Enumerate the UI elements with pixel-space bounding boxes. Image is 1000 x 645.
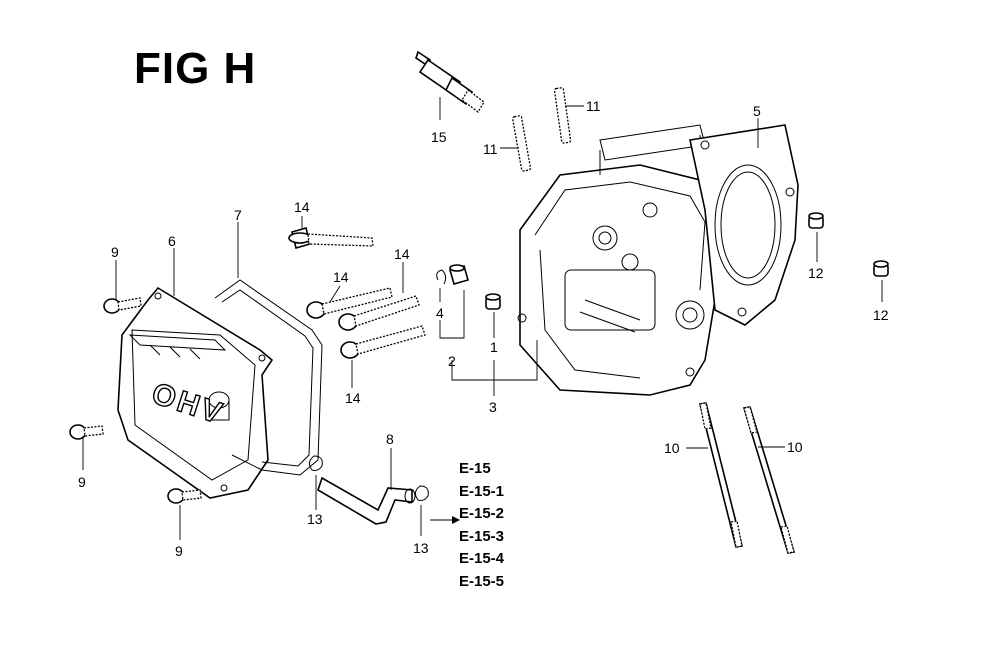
callout-13b: 13 xyxy=(413,540,429,556)
flange-bolt-mid xyxy=(338,295,420,331)
breather-tube xyxy=(317,476,416,525)
valve-guide xyxy=(449,264,469,285)
dowel-pin-12-upper xyxy=(808,212,824,229)
callout-12a: 12 xyxy=(808,265,824,281)
head-cover-gasket xyxy=(214,279,323,476)
figure-title: FIG H xyxy=(134,44,257,93)
reference-arrow xyxy=(430,516,460,524)
callout-labels: 1 2 3 4 5 6 7 8 9 9 9 10 10 11 11 12 12 … xyxy=(78,98,889,559)
reference-item: E-15-2 xyxy=(459,505,505,522)
long-stud-bolt-right xyxy=(742,406,796,554)
reference-item: E-15-4 xyxy=(459,550,505,567)
callout-14c: 14 xyxy=(394,246,410,262)
callout-12b: 12 xyxy=(873,307,889,323)
cover-bolt-bottom xyxy=(167,488,202,504)
leader-lines xyxy=(82,97,883,540)
callout-11b: 11 xyxy=(483,141,498,157)
stud-bolt-lower xyxy=(512,115,532,172)
guide-clip xyxy=(436,269,447,285)
flange-bolt-mid-upper xyxy=(306,287,393,319)
callout-15: 15 xyxy=(431,129,447,145)
callout-4: 4 xyxy=(436,305,444,321)
callout-9b: 9 xyxy=(78,474,86,490)
reference-list: E-15 E-15-1 E-15-2 E-15-3 E-15-4 E-15-5 xyxy=(459,458,504,593)
flange-bolt-bottom xyxy=(340,325,426,359)
callout-13a: 13 xyxy=(307,511,323,527)
head-gasket xyxy=(689,124,799,326)
callout-11a: 11 xyxy=(586,98,601,114)
reference-item: E-15-5 xyxy=(459,572,505,590)
callout-10a: 10 xyxy=(664,440,680,456)
callout-6: 6 xyxy=(168,233,176,249)
callout-1: 1 xyxy=(490,339,498,355)
spark-plug xyxy=(415,50,485,113)
callout-10b: 10 xyxy=(787,439,803,455)
long-stud-bolt-left xyxy=(699,402,743,548)
tube-clip-left xyxy=(308,455,323,471)
callout-8: 8 xyxy=(386,431,394,447)
callout-14a: 14 xyxy=(294,199,310,215)
reference-item: E-15-1 xyxy=(459,482,505,500)
callout-14b: 14 xyxy=(333,269,349,285)
flange-bolt-top xyxy=(288,227,374,249)
dowel-pin-1 xyxy=(485,293,501,310)
dowel-pin-12-lower xyxy=(873,260,889,277)
reference-item: E-15 xyxy=(459,460,491,477)
callout-9c: 9 xyxy=(175,543,183,559)
reference-item: E-15-3 xyxy=(459,527,505,545)
callout-5: 5 xyxy=(753,103,761,119)
cover-bolt-top xyxy=(103,297,142,314)
callout-14d: 14 xyxy=(345,390,361,406)
cover-bolt-middle xyxy=(69,424,104,440)
callout-2: 2 xyxy=(448,353,456,369)
cylinder-head xyxy=(517,124,721,396)
callout-9a: 9 xyxy=(111,244,119,260)
stud-bolt-upper xyxy=(553,87,572,144)
tube-clip-right xyxy=(414,485,429,501)
head-cover: OHV xyxy=(117,286,274,499)
callout-7: 7 xyxy=(234,207,242,223)
callout-3: 3 xyxy=(489,399,497,415)
